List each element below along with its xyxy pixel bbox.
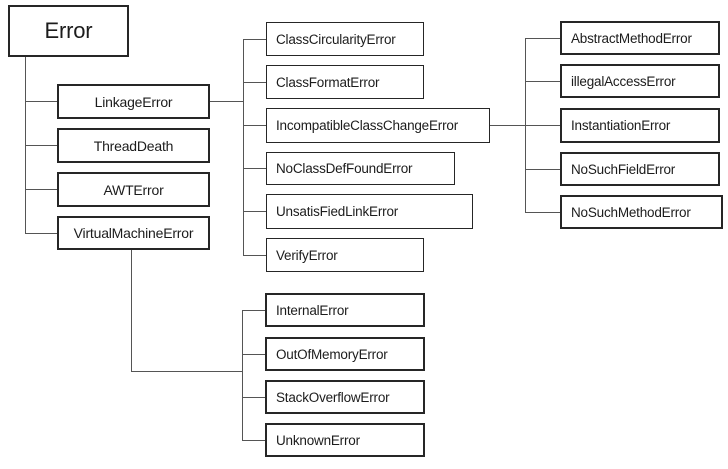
connector-segment [242,310,243,440]
connector-segment [525,169,560,170]
connector-segment [525,212,560,213]
connector-segment [243,211,266,212]
node-thread-death: ThreadDeath [57,128,210,163]
node-label: OutOfMemoryError [276,346,388,362]
node-unknown-error: UnknownError [265,423,425,457]
node-abstract-method-error: AbstractMethodError [560,21,720,55]
connector-segment [243,39,244,255]
node-label: ThreadDeath [93,137,174,154]
node-internal-error: InternalError [265,293,425,327]
node-stack-overflow-error: StackOverflowError [265,380,425,414]
node-error: Error [8,5,129,57]
node-out-of-memory-error: OutOfMemoryError [265,337,425,371]
node-no-class-def-found-error: NoClassDefFoundError [266,152,455,185]
node-unsatisfied-link-error: UnsatisFiedLinkError [266,194,473,229]
connector-segment [25,189,57,190]
node-instantiation-error: InstantiationError [560,108,720,143]
node-label: NoSuchMethodError [571,204,691,220]
connector-segment [525,38,560,39]
node-label: UnsatisFiedLinkError [276,204,399,219]
connector-segment [243,82,266,83]
connector-segment [242,310,265,311]
node-class-circularity-error: ClassCircularityError [266,22,424,56]
connector-segment [242,440,265,441]
node-label: LinkageError [94,93,173,110]
connector-segment [525,81,560,82]
connector-segment [210,101,243,102]
connector-segment [243,39,266,40]
node-label: StackOverflowError [276,389,390,405]
connector-segment [242,354,265,355]
node-illegal-access-error: illegalAccessError [560,64,720,98]
connector-segment [243,168,266,169]
connector-segment [131,371,242,372]
node-label: NoClassDefFoundError [276,161,413,176]
node-awt-error: AWTError [57,172,210,207]
node-label: AWTError [103,181,164,198]
connector-segment [25,101,57,102]
node-verify-error: VerifyError [266,238,424,272]
node-label: NoSuchFieldError [571,161,676,177]
node-label: ClassFormatError [276,74,380,90]
node-no-such-field-error: NoSuchFieldError [560,152,720,186]
connector-segment [243,255,266,256]
connector-segment [25,145,57,146]
node-label: VerifyError [276,247,338,263]
connector-segment [131,250,132,371]
connector-segment [242,397,265,398]
node-label: ClassCircularityError [276,31,396,47]
node-label: InternalError [276,302,349,318]
connector-segment [243,125,266,126]
node-label: IncompatibleClassChangeError [276,118,458,133]
node-label: VirtualMachineError [73,225,194,241]
node-no-such-method-error: NoSuchMethodError [560,195,723,229]
node-label: illegalAccessError [571,73,676,89]
node-virtual-machine-error: VirtualMachineError [57,216,210,250]
node-linkage-error: LinkageError [57,84,210,119]
node-label: AbstractMethodError [571,30,692,46]
node-label: Error [44,18,93,43]
connector-segment [25,233,57,234]
node-label: InstantiationError [571,118,671,133]
node-incompatible-class-change-error: IncompatibleClassChangeError [266,108,490,143]
node-label: UnknownError [276,432,360,448]
connector-segment [525,38,526,212]
node-class-format-error: ClassFormatError [266,65,424,99]
